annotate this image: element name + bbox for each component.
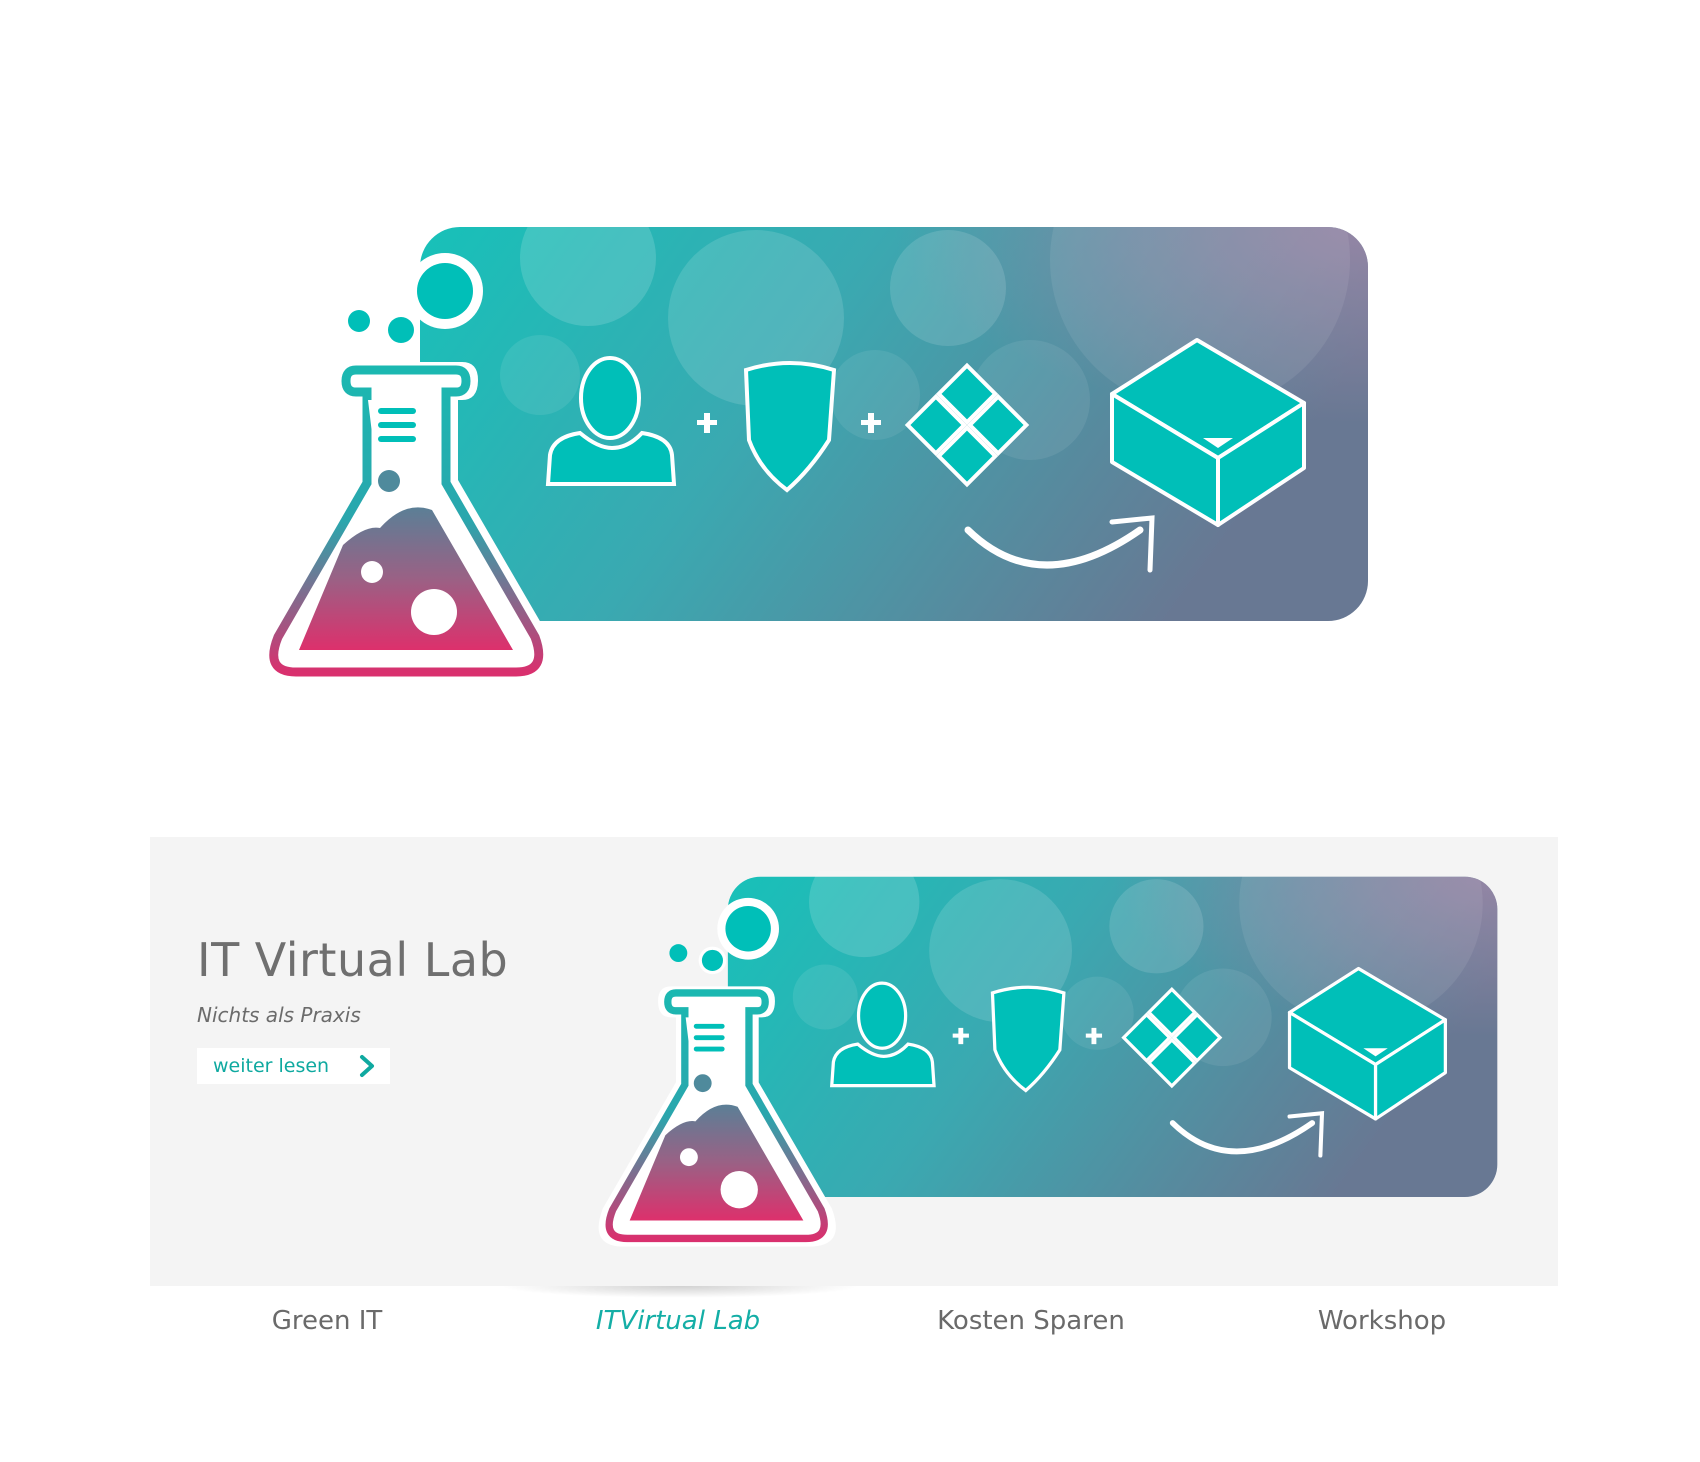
slider-tabs: Green IT ITVirtual Lab Kosten Sparen Wor…	[150, 1306, 1558, 1346]
tab-green-it[interactable]: Green IT	[271, 1306, 383, 1336]
read-more-button[interactable]: weiter lesen	[197, 1048, 390, 1084]
tab-it-virtual-lab[interactable]: ITVirtual Lab	[595, 1306, 761, 1336]
hero-slider-panel: IT Virtual Lab Nichts als Praxis weiter …	[150, 837, 1558, 1286]
hero-subtitle: Nichts als Praxis	[197, 1003, 361, 1027]
lab-illustration-banner	[260, 220, 1375, 685]
chevron-right-icon	[360, 1055, 374, 1077]
tab-workshop[interactable]: Workshop	[1317, 1306, 1447, 1336]
tab-kosten-sparen[interactable]: Kosten Sparen	[937, 1306, 1125, 1336]
hero-title: IT Virtual Lab	[197, 933, 509, 987]
lab-illustration-slide	[598, 871, 1503, 1249]
active-tab-shadow	[500, 1286, 860, 1298]
read-more-label: weiter lesen	[213, 1055, 330, 1077]
